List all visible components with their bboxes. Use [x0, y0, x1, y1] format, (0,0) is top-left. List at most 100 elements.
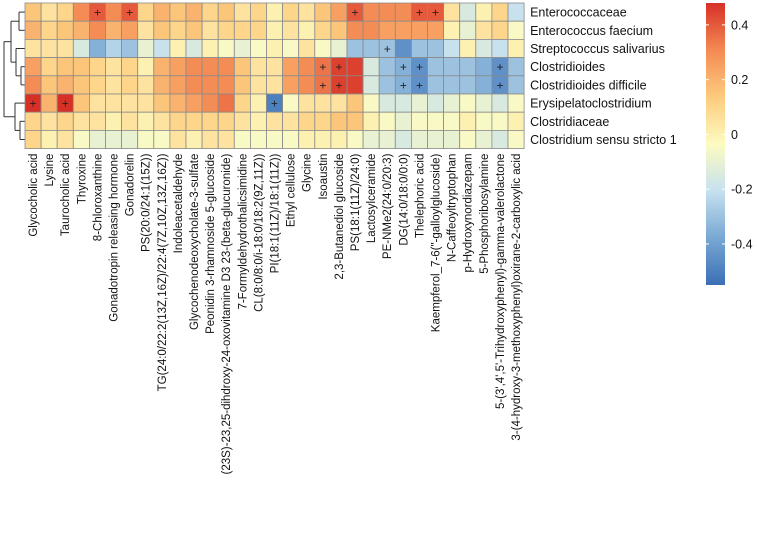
heatmap-cell [169, 93, 187, 113]
heatmap-cell [427, 75, 445, 95]
heatmap-cell [394, 2, 412, 22]
heatmap-cell [56, 39, 74, 59]
heatmap-cell [89, 129, 106, 149]
column-label: PI(18:1(11Z)/18:1(11Z)) [270, 153, 282, 273]
heatmap-cell [40, 39, 58, 59]
heatmap-cell [378, 20, 396, 40]
significance-mark: + [432, 6, 439, 20]
heatmap-cell [378, 57, 396, 77]
heatmap-cell [249, 75, 267, 95]
heatmap-cell [362, 2, 380, 22]
column-label: 3-(4-hydroxy-3-methoxyphenyl)oxirane-2-c… [511, 154, 523, 441]
heatmap-cell [89, 93, 106, 113]
heatmap-cell [443, 111, 461, 131]
heatmap-cell [298, 57, 316, 77]
heatmap-cell [491, 2, 509, 22]
heatmap-cell [121, 39, 139, 59]
heatmap-cell [410, 129, 428, 149]
row-label: Clostridium sensu stricto 1 [530, 133, 677, 147]
column-label: Thyroxine [76, 154, 88, 205]
heatmap-cell [24, 57, 42, 77]
heatmap-cell [72, 39, 90, 59]
heatmap-cell [378, 2, 396, 22]
heatmap-cell [394, 20, 412, 40]
heatmap-cell [72, 2, 90, 22]
colorbar-gradient [706, 3, 725, 285]
heatmap-cell [314, 39, 332, 59]
column-label: Lactosylceramide [366, 154, 378, 243]
colorbar-tick-label: 0.4 [731, 18, 748, 32]
heatmap-cell [201, 129, 219, 149]
heatmap-cell [427, 93, 445, 113]
heatmap-cell [410, 39, 428, 59]
heatmap-cell [282, 93, 300, 113]
heatmap-cell [249, 57, 267, 77]
heatmap-cell [298, 20, 316, 40]
heatmap-cell [89, 75, 106, 95]
significance-mark: + [384, 42, 391, 56]
heatmap-cell [121, 75, 139, 95]
column-label: Kaempferol_7-6("-galloylglucoside) [431, 153, 443, 332]
column-label: 5-Phosphoribosylamine [479, 154, 491, 274]
heatmap-cell [298, 129, 316, 149]
heatmap-cell [201, 20, 219, 40]
heatmap-cell [201, 2, 219, 22]
heatmap-cell [314, 93, 332, 113]
heatmap-cell [314, 20, 332, 40]
heatmap-cell [233, 75, 251, 95]
heatmap-cell [153, 75, 171, 95]
heatmap-cell [362, 111, 380, 131]
heatmap-cell [266, 20, 284, 40]
heatmap-cell [89, 111, 106, 131]
heatmap-cell [169, 20, 187, 40]
heatmap-cell [24, 111, 42, 131]
heatmap-cell [249, 111, 267, 131]
heatmap-cell [169, 75, 187, 95]
heatmap-cell [153, 129, 171, 149]
column-label: Taurocholic acid [60, 154, 72, 236]
heatmap-cell [330, 93, 348, 113]
row-label: Enterococcaceae [530, 6, 627, 20]
significance-mark: + [400, 60, 407, 74]
colorbar-tick-label: 0.2 [731, 73, 748, 87]
heatmap-cell [491, 20, 509, 40]
column-label: p-Hydroxynordiazepam [463, 154, 475, 273]
heatmap-cell [362, 129, 380, 149]
heatmap-cell [56, 2, 74, 22]
heatmap-cell [314, 129, 332, 149]
heatmap-cell [330, 129, 348, 149]
heatmap-cell [72, 111, 90, 131]
heatmap-cell [362, 20, 380, 40]
heatmap-cell [475, 39, 493, 59]
heatmap-cell [282, 57, 300, 77]
heatmap-cell [459, 2, 477, 22]
heatmap-cell [40, 93, 58, 113]
heatmap-cell [346, 20, 364, 40]
heatmap-cell [185, 75, 203, 95]
heatmap-cell [233, 20, 251, 40]
heatmap-cell [282, 20, 300, 40]
heatmap-cell [249, 129, 267, 149]
row-label: Clostridiaceae [530, 115, 609, 129]
heatmap-cell [394, 93, 412, 113]
heatmap-cell [459, 39, 477, 59]
heatmap-cell [491, 129, 509, 149]
heatmap-cell [153, 2, 171, 22]
heatmap-cell [89, 39, 106, 59]
heatmap-cell [346, 129, 364, 149]
heatmap-cell [169, 111, 187, 131]
heatmap-cell [40, 111, 58, 131]
heatmap-cell [427, 20, 445, 40]
heatmap-cell [459, 111, 477, 131]
heatmap-cell [40, 129, 58, 149]
heatmap-cell [459, 75, 477, 95]
heatmap-cell [89, 20, 106, 40]
heatmap-cell [362, 57, 380, 77]
heatmap-cell [427, 57, 445, 77]
heatmap-cell [137, 93, 155, 113]
column-label: 5-(3',4',5'-Trihydroxyphenyl)-gamma-vale… [495, 154, 507, 409]
heatmap-cell [56, 20, 74, 40]
heatmap-cell [217, 2, 235, 22]
heatmap-cell [443, 20, 461, 40]
